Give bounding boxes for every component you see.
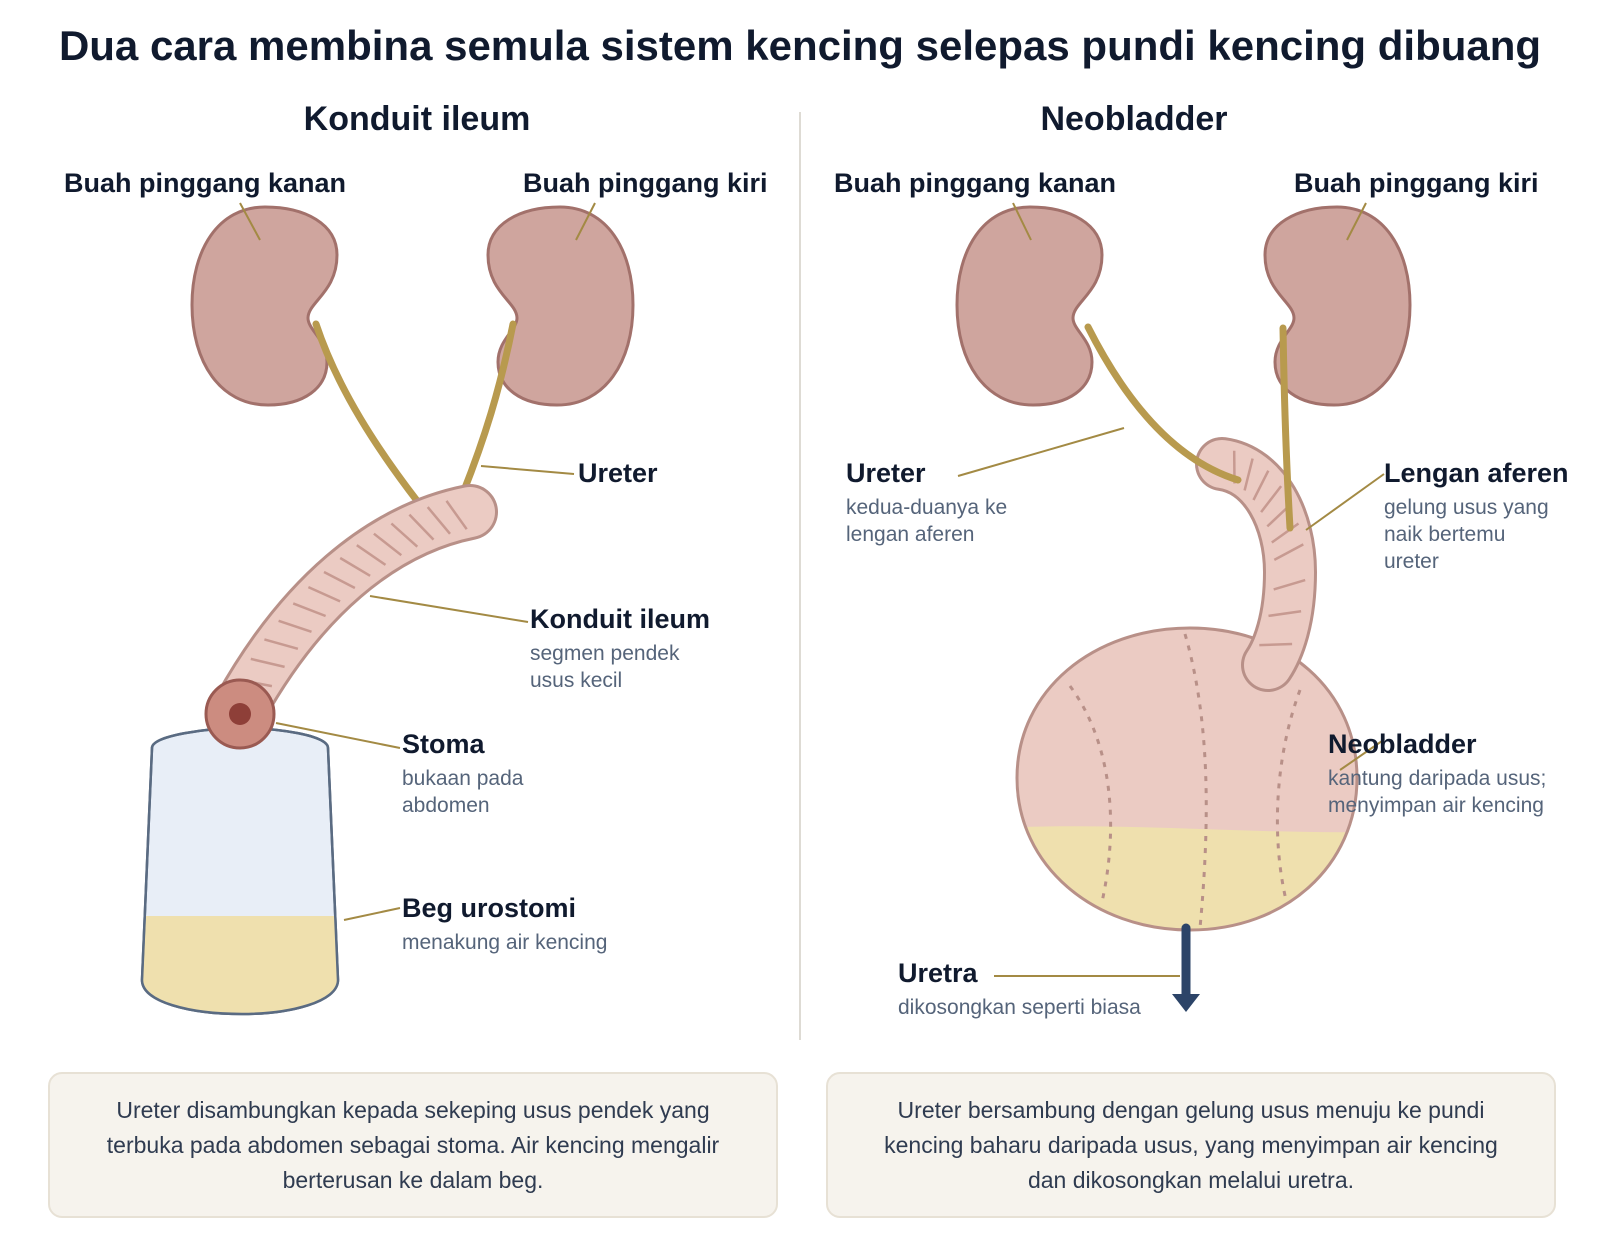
bag-label: Beg urostomi <box>402 893 577 923</box>
bowel-fold-line <box>1243 458 1254 491</box>
left-kidney-left <box>486 205 635 407</box>
left-caption-box: Ureter disambungkan kepada sekeping usus… <box>48 1072 778 1218</box>
right-kidney-left-label: Buah pinggang kiri <box>1294 168 1539 198</box>
left-caption-text: Ureter disambungkan kepada sekeping usus… <box>106 1096 720 1193</box>
right-kidney-right-label: Buah pinggang kanan <box>834 168 1117 198</box>
urostomy-bag <box>140 726 340 1016</box>
bowel-fold-line <box>1273 578 1306 591</box>
right-ureters <box>1084 323 1294 532</box>
left-kidney-right <box>190 205 339 407</box>
bowel-fold-line <box>264 638 299 651</box>
neobladder-desc-2: menyimpan air kencing <box>1328 794 1544 817</box>
bowel-fold-line <box>1260 485 1283 513</box>
afferent-label: Lengan aferen <box>1384 458 1569 488</box>
urethra <box>1172 923 1200 1012</box>
stoma-label: Stoma <box>402 729 485 759</box>
left-kidney-left-label: Buah pinggang kiri <box>523 168 768 198</box>
right-kidney-left <box>1263 205 1412 407</box>
page-title: Dua cara membina semula sistem kencing s… <box>58 22 1542 69</box>
right-kidney-right <box>955 205 1104 407</box>
urethra-label: Uretra <box>898 958 978 988</box>
bowel-fold-line <box>356 544 387 566</box>
conduit-label: Konduit ileum <box>530 604 710 634</box>
bowel-fold-line <box>307 585 341 603</box>
bowel-fold-line <box>408 513 435 541</box>
right-panel-title: Neobladder <box>1040 100 1228 138</box>
left-ureter-label: Ureter <box>578 458 658 488</box>
bowel-fold-line <box>292 602 327 618</box>
right-ureter-desc-2: lengan aferen <box>846 523 975 546</box>
neobladder-desc-1: kantung daripada usus; <box>1328 767 1547 790</box>
left-ureters <box>312 320 517 506</box>
right-leader-lines <box>957 202 1385 977</box>
conduit-desc-1: segmen pendek <box>530 642 680 665</box>
bowel-fold-line <box>390 522 419 548</box>
right-ureter-desc-1: kedua-duanya ke <box>846 496 1008 519</box>
afferent-desc-3: ureter <box>1384 550 1439 573</box>
bag-desc-1: menakung air kencing <box>402 931 608 954</box>
afferent-desc-1: gelung usus yang <box>1384 496 1549 519</box>
bowel-fold-line <box>1271 522 1300 544</box>
afferent-limb <box>1195 437 1318 692</box>
stoma-desc-1: bukaan pada <box>402 767 524 790</box>
bowel-fold-line <box>1259 642 1293 647</box>
bowel-fold-line <box>1252 470 1270 501</box>
right-caption-text: Ureter bersambung dengan gelung usus men… <box>884 1096 1498 1193</box>
bowel-fold-line <box>1273 543 1304 562</box>
bowel-fold-line <box>250 657 285 669</box>
right-caption-box: Ureter bersambung dengan gelung usus men… <box>826 1072 1556 1218</box>
bowel-fold-line <box>445 500 468 530</box>
stoma <box>204 678 276 750</box>
bowel-fold-line <box>373 532 403 557</box>
bowel-fold-line <box>278 619 312 633</box>
conduit-desc-2: usus kecil <box>530 669 623 692</box>
bowel-fold-line <box>426 506 451 535</box>
neobladder-pouch <box>1015 626 1359 932</box>
afferent-desc-2: naik bertemu <box>1384 523 1506 546</box>
neobladder-label: Neobladder <box>1328 729 1477 759</box>
bowel-fold-line <box>323 570 356 590</box>
right-ureter-label: Ureter <box>846 458 926 488</box>
urethra-desc-1: dikosongkan seperti biasa <box>898 996 1141 1019</box>
bowel-fold-line <box>339 556 371 577</box>
bowel-fold-line <box>1268 610 1302 618</box>
stoma-desc-2: abdomen <box>402 794 490 817</box>
left-kidney-right-label: Buah pinggang kanan <box>64 168 347 198</box>
left-panel-title: Konduit ileum <box>303 100 531 138</box>
ileal-conduit <box>212 484 498 736</box>
left-leader-lines <box>239 202 596 921</box>
